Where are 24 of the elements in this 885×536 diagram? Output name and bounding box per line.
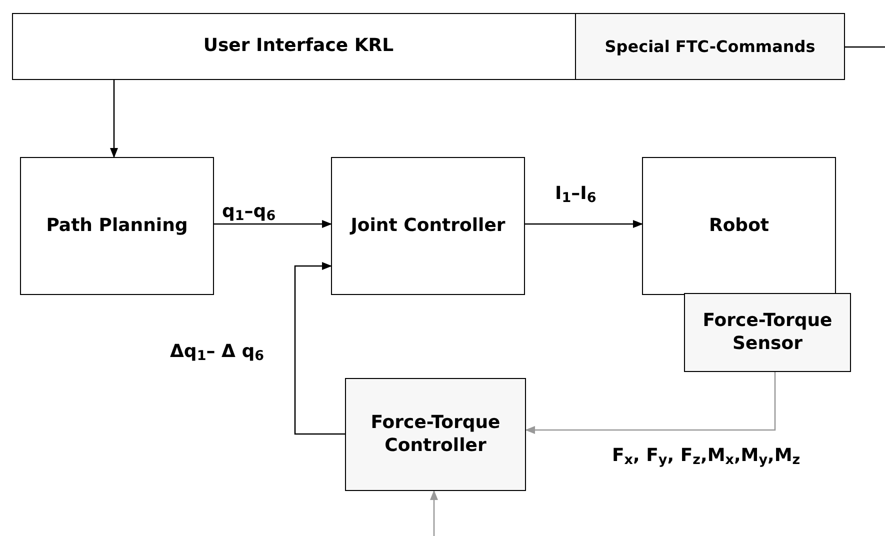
- node-label: Force-Torque Controller: [370, 412, 502, 457]
- edge-label: Δq$_{1}$– Δ q$_{6}$: [170, 340, 264, 365]
- commands-box: [575, 13, 845, 80]
- edge-label: q$_{1}$–q$_{6}$: [222, 200, 276, 225]
- node-label: Special FTC-Commands: [604, 36, 816, 56]
- node-label: Robot: [708, 214, 770, 238]
- process-box: [331, 157, 525, 295]
- node-label: Force-Torque Sensor: [702, 310, 834, 355]
- connector-arrow: [525, 372, 776, 434]
- node-label: User Interface KRL: [202, 35, 395, 58]
- connector-arrow: [214, 220, 332, 228]
- connector-arrow: [430, 490, 438, 536]
- interface-box: [12, 13, 845, 80]
- sensor-box: [684, 293, 851, 372]
- controller-box: [345, 378, 526, 491]
- edge-label: I$_{1}$–I$_{6}$: [555, 182, 596, 207]
- connector-arrow: [294, 262, 345, 435]
- connector-arrow: [110, 80, 118, 158]
- process-box: [20, 157, 214, 295]
- process-box: [642, 157, 836, 295]
- connector-arrow: [525, 220, 643, 228]
- edge-label: F$_{x}$, F$_{y}$, F$_{z}$,M$_{x}$,M$_{y}$,M$_{z}$: [612, 444, 800, 469]
- node-label: Joint Controller: [348, 214, 506, 238]
- node-label: Path Planning: [45, 214, 189, 238]
